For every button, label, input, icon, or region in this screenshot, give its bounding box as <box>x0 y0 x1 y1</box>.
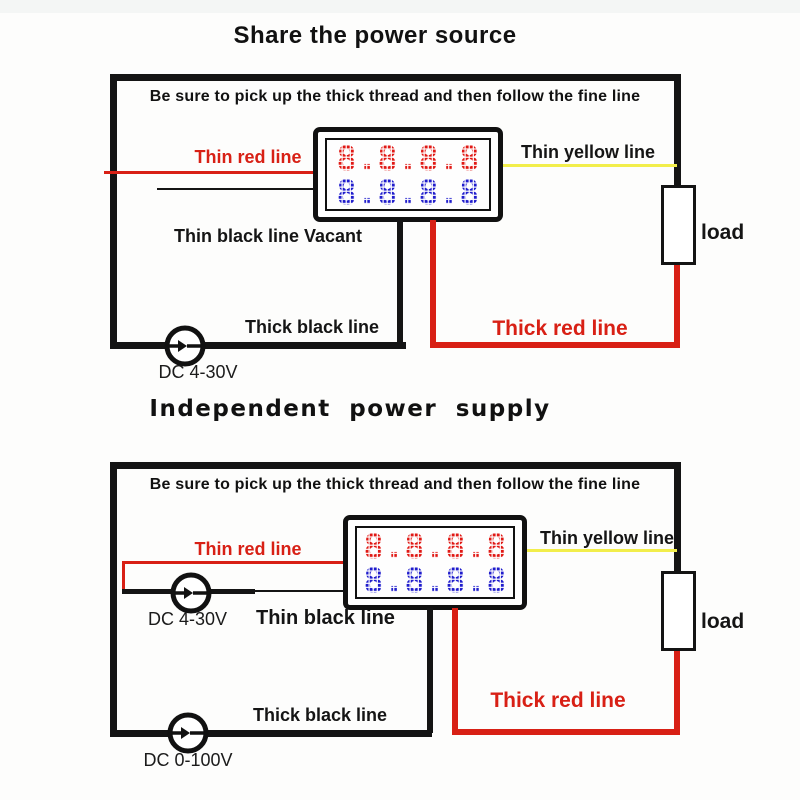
d2-thin-black-label: Thin black line <box>256 607 395 629</box>
d2-thin-red-label: Thin red line <box>194 539 302 559</box>
d1-thick-red-up-wire <box>674 265 680 348</box>
d1-note: Be sure to pick up the thick thread and … <box>149 88 641 105</box>
d2-load-label: load <box>701 610 745 633</box>
d1-box-top-wire <box>110 74 681 81</box>
d1-thin-red-wire <box>104 171 316 174</box>
d1-volt-digits: 8.8.8.8 <box>336 141 479 174</box>
d1-thick-red-wire <box>430 342 680 348</box>
d1-thin-black-vacant-label: Thin black line Vacant <box>173 226 363 246</box>
d2-thick-red-up-wire <box>674 651 680 735</box>
d2-thick-red-wire <box>452 729 680 735</box>
d2-supply-left-wire <box>122 589 172 594</box>
d1-meter-display: 8.8.8.8 8.8.8.8 <box>325 138 491 211</box>
d2-thick-black-wire <box>110 730 432 737</box>
d2-box-right-wire <box>674 462 681 574</box>
d2-thin-red-down-wire <box>122 561 125 592</box>
d1-meter-red-down-wire <box>430 220 436 348</box>
diagram1-title: Share the power source <box>233 22 517 49</box>
d2-meter-module: 8.8.8.8 8.8.8.8 <box>343 515 527 610</box>
d1-meter-module: 8.8.8.8 8.8.8.8 <box>313 127 503 222</box>
d2-meter-red-down-wire <box>452 608 458 735</box>
d2-thin-yellow-wire <box>525 549 677 552</box>
d2-meter-supply-label: DC 4-30V <box>148 609 228 629</box>
d2-meter-display: 8.8.8.8 8.8.8.8 <box>355 526 515 599</box>
diagram2-title: Independent power supply <box>149 396 551 422</box>
d1-thin-yellow-label: Thin yellow line <box>520 142 655 162</box>
d2-amp-digits: 8.8.8.8 <box>363 563 506 596</box>
d2-thick-red-label: Thick red line <box>490 689 626 712</box>
d1-thick-black-label: Thick black line <box>244 317 380 337</box>
d1-volt-digits-text: 8.8.8.8 <box>336 141 479 174</box>
d1-meter-black-down-wire <box>397 220 403 345</box>
d1-box-left-wire <box>110 74 117 349</box>
d1-thin-red-label: Thin red line <box>194 147 302 167</box>
d2-thin-yellow-label: Thin yellow line <box>539 528 674 548</box>
d1-load-box <box>661 185 696 265</box>
d2-thin-black-wire <box>253 590 346 592</box>
d1-thick-red-label: Thick red line <box>492 317 628 340</box>
d2-box-top-wire <box>110 462 681 469</box>
d1-amp-digits: 8.8.8.8 <box>336 175 479 208</box>
d2-box-left-wire <box>110 462 117 737</box>
d2-thick-black-label: Thick black line <box>252 705 388 725</box>
d2-supply-right-wire <box>209 589 255 594</box>
d2-note: Be sure to pick up the thick thread and … <box>149 476 641 493</box>
d2-volt-digits: 8.8.8.8 <box>363 529 506 562</box>
d2-power-source-icon <box>167 712 209 754</box>
d2-supply-label: DC 0-100V <box>143 750 233 770</box>
top-strip <box>0 0 800 13</box>
d2-load-box <box>661 571 696 651</box>
d1-thick-black-wire <box>110 342 406 349</box>
d2-amp-digits-text: 8.8.8.8 <box>363 563 506 596</box>
d1-thin-yellow-wire <box>500 164 677 167</box>
d1-supply-label: DC 4-30V <box>158 362 238 382</box>
d1-box-right-wire <box>674 74 681 187</box>
d1-load-label: load <box>701 221 745 244</box>
d2-volt-digits-text: 8.8.8.8 <box>363 529 506 562</box>
d1-thin-black-wire <box>157 188 316 190</box>
d1-amp-digits-text: 8.8.8.8 <box>336 175 479 208</box>
d2-thin-red-wire <box>122 561 346 564</box>
d2-meter-black-down-wire <box>427 608 433 733</box>
d1-power-source-icon <box>164 325 206 367</box>
d2-meter-power-source-icon <box>170 572 212 614</box>
